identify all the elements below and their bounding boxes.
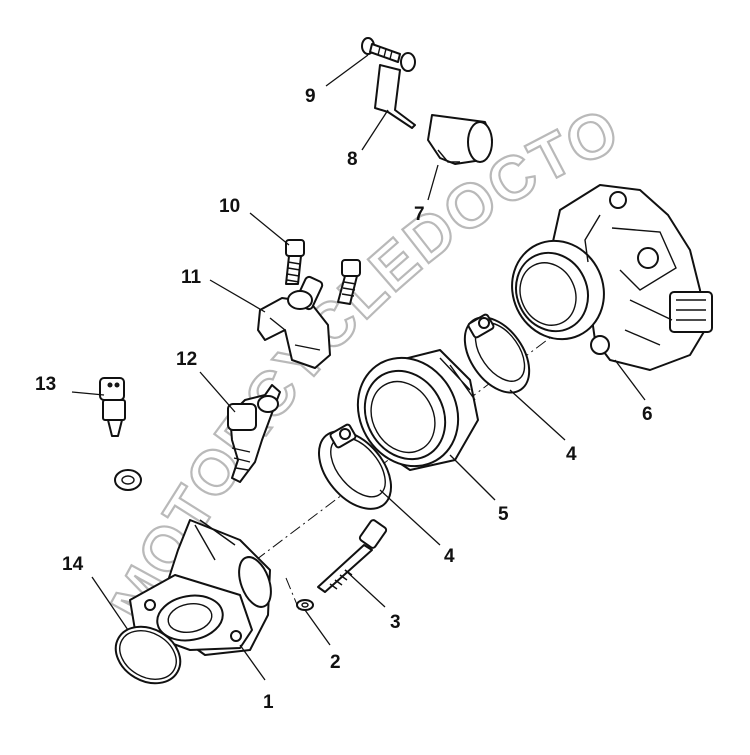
- intake-boot: [356, 349, 479, 471]
- callout-9: 9: [305, 86, 316, 107]
- manifold-bolt: [317, 519, 388, 593]
- callout-6: 6: [642, 404, 653, 425]
- callout-1: 1: [263, 692, 274, 713]
- callout-8: 8: [347, 149, 358, 170]
- callout-3: 3: [390, 612, 401, 633]
- fuel-injector: [227, 384, 281, 483]
- holder-screws: [285, 239, 361, 305]
- callout-7: 7: [414, 204, 425, 225]
- injector-holder: [257, 275, 331, 369]
- leader-lines: [71, 54, 646, 681]
- bracket: [374, 64, 416, 129]
- hose-clamp-lower: [317, 423, 393, 510]
- callout-10: 10: [219, 196, 240, 217]
- hose-clamp-upper: [463, 313, 531, 394]
- bracket-screw: [361, 37, 416, 72]
- callout-4-upper: 4: [566, 444, 577, 465]
- throttle-body: [511, 184, 713, 371]
- temperature-sensor: [99, 377, 126, 437]
- callout-5: 5: [498, 504, 509, 525]
- tps-sensor: [427, 114, 493, 165]
- callout-4-lower: 4: [444, 546, 455, 567]
- callout-2: 2: [330, 652, 341, 673]
- callout-12: 12: [176, 349, 197, 370]
- o-ring: [114, 625, 182, 685]
- callout-13: 13: [35, 374, 56, 395]
- callout-14: 14: [62, 554, 84, 575]
- sensor-washer: [114, 469, 142, 491]
- washer: [296, 599, 314, 611]
- callout-labels: 1 2 3 4 4 5 6 7 8 9 10 11 12 13 14: [35, 86, 653, 713]
- callout-11: 11: [181, 267, 202, 288]
